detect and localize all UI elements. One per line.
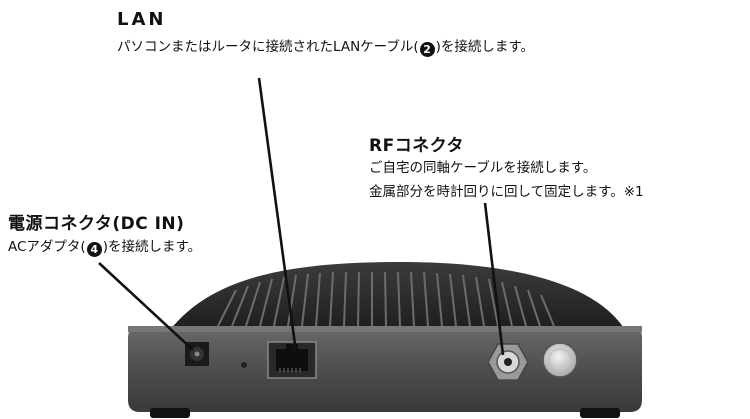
device-top-housing bbox=[170, 262, 625, 330]
rf-desc-line2: 金属部分を時計回りに回して固定します。※1 bbox=[369, 184, 644, 200]
adapter-number-badge: 4 bbox=[86, 242, 102, 257]
lan-title: LAN bbox=[117, 9, 167, 30]
cable-number-badge: 2 bbox=[419, 42, 435, 57]
lan-description: パソコンまたはルータに接続されたLANケーブル(2)を接続します。 bbox=[117, 36, 534, 58]
power-description: ACアダプタ(4)を接続します。 bbox=[8, 236, 201, 258]
power-leader-line bbox=[98, 262, 194, 351]
lan-leader-line bbox=[257, 77, 298, 353]
power-desc-after: )を接続します。 bbox=[102, 239, 202, 255]
lan-desc-before: パソコンまたはルータに接続されたLANケーブル( bbox=[117, 39, 419, 55]
lan-port bbox=[267, 341, 317, 379]
round-knob bbox=[542, 342, 578, 378]
power-desc-before: ACアダプタ( bbox=[8, 239, 86, 255]
rf-connector bbox=[487, 343, 529, 381]
status-led bbox=[241, 362, 247, 368]
rf-leader-line bbox=[483, 202, 505, 356]
rf-desc-line1: ご自宅の同軸ケーブルを接続します。 bbox=[369, 160, 597, 176]
power-title: 電源コネクタ(DC IN) bbox=[8, 214, 185, 234]
rf-title: RFコネクタ bbox=[369, 136, 465, 156]
lan-desc-after: )を接続します。 bbox=[435, 39, 535, 55]
